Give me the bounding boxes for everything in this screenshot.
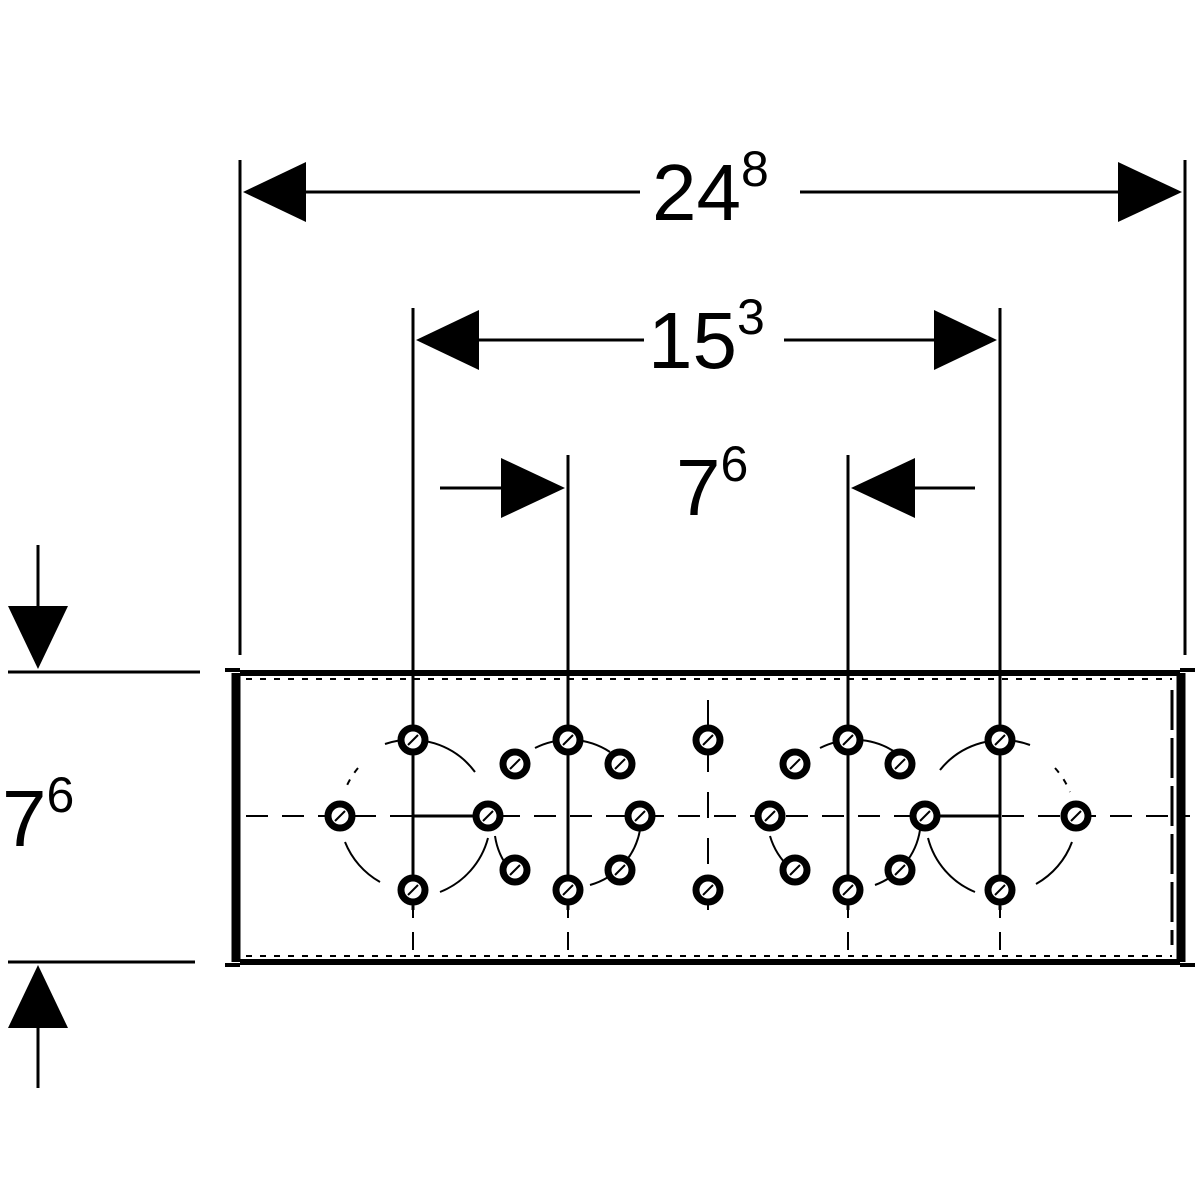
hole-mark — [842, 884, 854, 896]
mounting-hole — [884, 748, 916, 780]
arc — [1054, 767, 1071, 793]
mounting-hole — [552, 874, 584, 906]
mounting-hole — [754, 800, 786, 832]
hole-mark — [407, 884, 419, 896]
hole-span-label: 153 — [648, 289, 765, 385]
mounting-hole — [779, 748, 811, 780]
mounting-hole — [909, 800, 941, 832]
arrowhead-left — [243, 162, 306, 222]
mounting-hole — [324, 800, 356, 832]
mounting-hole — [397, 724, 429, 756]
hole-mark — [919, 810, 931, 822]
inner-span-label: 76 — [676, 436, 748, 532]
hole-mark — [789, 864, 801, 876]
mounting-hole — [552, 724, 584, 756]
hole-mark — [764, 810, 776, 822]
mounting-hole — [604, 748, 636, 780]
arc — [1035, 841, 1073, 885]
mounting-hole — [884, 854, 916, 886]
hole-mark — [614, 758, 626, 770]
hole-mark — [334, 810, 346, 822]
hole-mark — [789, 758, 801, 770]
arrowhead-left-pointing — [851, 458, 915, 518]
hole-mark — [509, 758, 521, 770]
arc — [344, 841, 381, 883]
hole-mark — [894, 864, 906, 876]
hole-mark — [634, 810, 646, 822]
arrowhead-up — [8, 965, 68, 1028]
arrowhead-right-pointing — [501, 458, 565, 518]
hole-mark — [702, 884, 714, 896]
height-label: 76 — [2, 767, 74, 863]
mounting-hole — [692, 874, 724, 906]
mounting-hole — [397, 874, 429, 906]
overall-width-label: 248 — [652, 141, 769, 237]
arrowhead-left — [416, 310, 479, 370]
arc — [344, 767, 359, 791]
mounting-hole — [832, 724, 864, 756]
hole-mark — [614, 864, 626, 876]
mounting-hole — [779, 854, 811, 886]
arc — [384, 738, 476, 773]
hole-mark — [407, 734, 419, 746]
centre-lines — [246, 680, 1190, 950]
hole-mark — [842, 734, 854, 746]
hole-mark — [894, 758, 906, 770]
hole-mark — [482, 810, 494, 822]
hole-mark — [562, 734, 574, 746]
mounting-hole — [624, 800, 656, 832]
mounting-hole — [604, 854, 636, 886]
height-dimension — [8, 545, 200, 1088]
hole-mark — [702, 734, 714, 746]
mounting-hole — [499, 854, 531, 886]
overall-width-dimension — [238, 160, 1187, 655]
arc — [439, 837, 489, 893]
hole-mark — [994, 884, 1006, 896]
arrowhead-down — [8, 606, 68, 669]
mounting-hole — [472, 800, 504, 832]
arc — [927, 837, 976, 893]
arc — [939, 739, 1031, 771]
mounting-plate — [225, 668, 1195, 967]
mounting-hole — [832, 874, 864, 906]
hole-mark — [509, 864, 521, 876]
mounting-hole — [499, 748, 531, 780]
mounting-holes — [324, 724, 1092, 906]
mounting-hole — [1060, 800, 1092, 832]
hole-mark — [1070, 810, 1082, 822]
mounting-hole — [984, 874, 1016, 906]
hole-mark — [994, 734, 1006, 746]
mounting-hole — [984, 724, 1016, 756]
mounting-hole — [692, 724, 724, 756]
arrowhead-right — [934, 310, 997, 370]
arrowhead-right — [1118, 162, 1182, 222]
hole-mark — [562, 884, 574, 896]
